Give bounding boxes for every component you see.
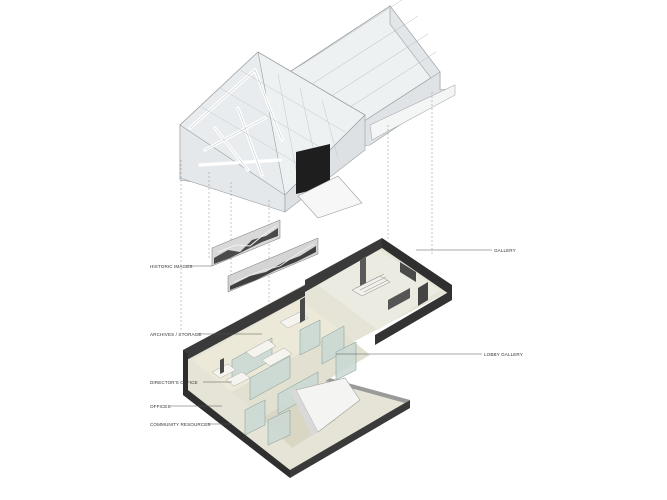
- floor-plan: [183, 238, 452, 478]
- diagram-labels: HISTORIC IMAGES ARCHIVES / STORAGE DIREC…: [150, 248, 523, 427]
- label-offices: OFFICES: [150, 404, 171, 409]
- label-historic-images: HISTORIC IMAGES: [150, 264, 193, 269]
- leader-lines: [170, 249, 492, 425]
- label-community-resources: COMMUNITY RESOURCES: [150, 422, 211, 427]
- label-lobby-gallery: LOBBY GALLERY: [484, 352, 523, 357]
- label-directors-office: DIRECTOR'S OFFICE: [150, 380, 198, 385]
- historic-image-strips: [211, 219, 319, 293]
- label-archives-storage: ARCHIVES / STORAGE: [150, 332, 202, 337]
- label-gallery: GALLERY: [494, 248, 516, 253]
- roof-structure: [179, 0, 456, 219]
